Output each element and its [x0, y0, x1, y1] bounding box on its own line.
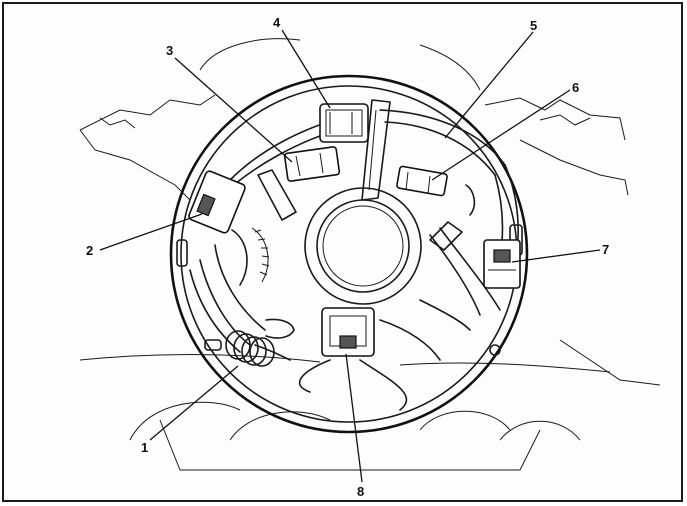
callout-4: 4	[273, 15, 281, 30]
connector-8	[321, 307, 375, 357]
callout-1: 1	[141, 440, 148, 455]
callout-6: 6	[572, 80, 579, 95]
leader-8	[345, 353, 363, 483]
leader-5	[444, 31, 534, 139]
leader-3	[174, 57, 293, 163]
connector-2	[188, 170, 246, 234]
connector-7	[483, 239, 521, 289]
callout-5: 5	[530, 18, 537, 33]
callout-3: 3	[166, 43, 173, 58]
callout-8: 8	[357, 484, 364, 499]
background-structure	[79, 38, 661, 471]
callout-2: 2	[86, 243, 93, 258]
connector-4	[319, 103, 369, 143]
connector-3	[283, 146, 341, 182]
leader-2	[99, 213, 203, 251]
leader-1	[149, 365, 239, 441]
callout-7: 7	[602, 242, 609, 257]
leader-4	[281, 29, 331, 109]
callout-labels: 1 2 3 4 5 6 7 8	[86, 15, 609, 499]
callout-leaders	[99, 29, 601, 483]
connector-6	[396, 165, 448, 197]
leader-7	[511, 249, 601, 263]
leader-6	[431, 89, 571, 181]
